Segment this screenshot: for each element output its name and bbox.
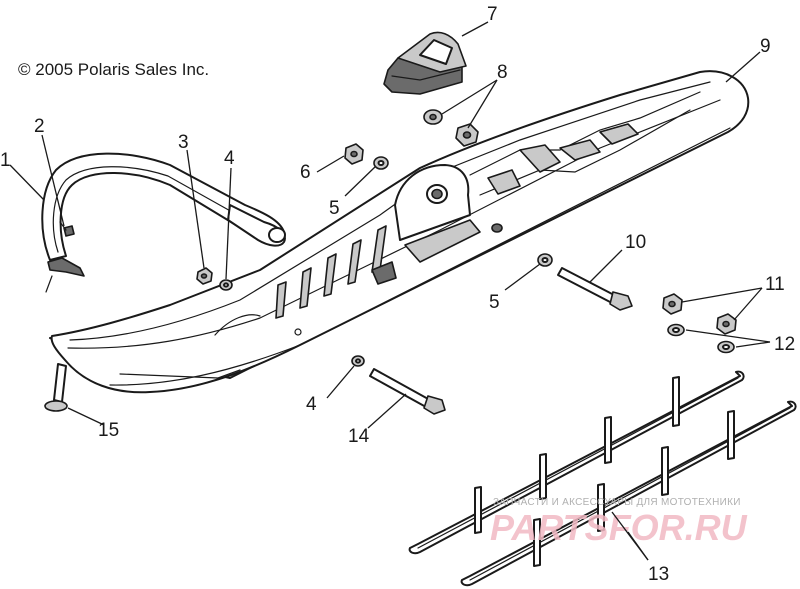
callout-8: 8 — [497, 62, 508, 83]
callout-10: 10 — [625, 232, 646, 253]
washer-part-5-upper — [373, 156, 389, 170]
callout-5-lower: 5 — [489, 292, 500, 313]
washer-part-4-upper — [219, 279, 233, 291]
callout-4-upper: 4 — [224, 148, 235, 169]
spacer-part-8 — [423, 109, 479, 147]
handle-bolt — [59, 221, 75, 237]
bolt-part-15 — [44, 363, 68, 412]
callout-15: 15 — [98, 420, 119, 441]
callout-9: 9 — [760, 36, 771, 57]
callout-12: 12 — [774, 334, 795, 355]
watermark-tagline: ЗАПЧАСТИ И АКСЕССУАРЫ ДЛЯ МОТОТЕХНИКИ — [493, 497, 741, 508]
washer-part-12 — [667, 323, 735, 354]
callout-7: 7 — [487, 4, 498, 25]
callout-1: 1 — [0, 150, 11, 171]
callout-5-upper: 5 — [329, 198, 340, 219]
washer-part-4-lower — [351, 355, 365, 367]
nut-part-11 — [662, 293, 737, 335]
ski-body — [49, 70, 750, 394]
bolt-part-10 — [557, 267, 633, 311]
leader-lines — [9, 21, 771, 561]
callout-13: 13 — [648, 564, 669, 585]
callout-6: 6 — [300, 162, 311, 183]
callout-14: 14 — [348, 426, 370, 447]
carbide-runners-part-13 — [408, 370, 797, 587]
callout-3: 3 — [178, 132, 189, 153]
watermark: ЗАПЧАСТИ И АКСЕССУАРЫ ДЛЯ МОТОТЕХНИКИ PA… — [490, 497, 748, 548]
callout-labels: 1 2 3 4 6 5 7 8 9 10 5 11 12 4 14 15 13 — [0, 4, 795, 585]
callout-4-lower: 4 — [306, 394, 317, 415]
callout-11: 11 — [765, 274, 785, 295]
watermark-logo: PARTSFOR.RU — [490, 507, 748, 548]
nut-part-3 — [196, 267, 213, 285]
ski-handle — [41, 152, 286, 293]
bumper-part-7 — [383, 31, 467, 95]
nut-part-6 — [344, 143, 364, 165]
washer-part-5-lower — [537, 253, 553, 267]
copyright-text: © 2005 Polaris Sales Inc. — [18, 60, 209, 79]
callout-2: 2 — [34, 116, 45, 137]
bolt-part-14 — [369, 368, 446, 415]
